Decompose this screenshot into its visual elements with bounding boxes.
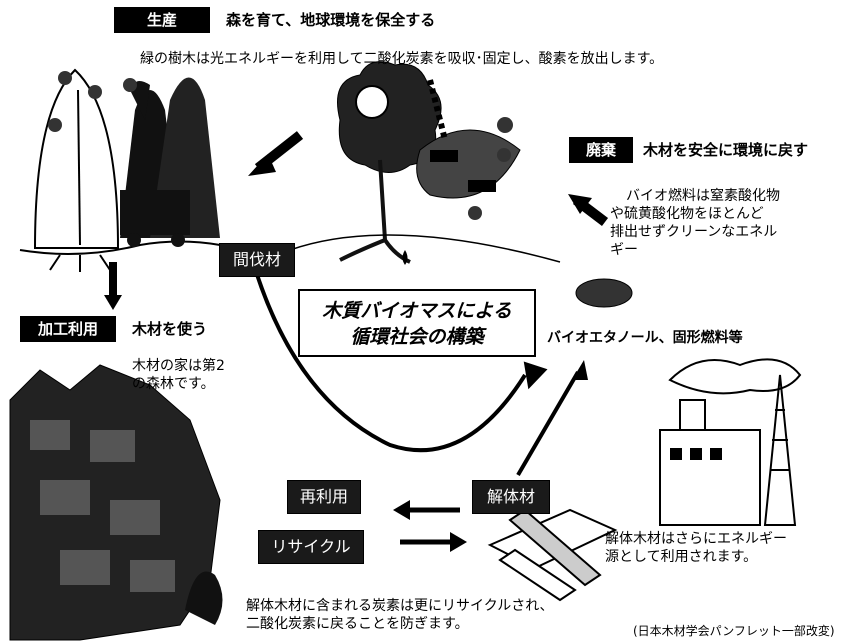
carbon-description-line-1: 解体木材に含まれる炭素は更にリサイクルされ、: [246, 598, 554, 614]
source-note: (日本木材学会パンフレット一部改変): [633, 624, 835, 638]
biofuel-products-label: バイオエタノール、固形燃料等: [547, 330, 743, 346]
center-line-1: 木質バイオマスによる: [322, 300, 512, 322]
demolished-wood-illustration: [487, 508, 618, 602]
recycle-label: リサイクル: [258, 530, 364, 564]
factory-illustration: [659, 358, 802, 526]
disposal-description-line-4: ギー: [610, 242, 638, 258]
processing-title: 木材を使う: [132, 320, 208, 338]
center-concept-box: 木質バイオマスによる 循環社会の構築: [298, 289, 536, 357]
processing-description-line-2: の森林です。: [132, 376, 215, 392]
disposal-tag: 廃棄: [569, 137, 633, 163]
biomass-icon: [575, 278, 633, 308]
forest-illustration: [19, 68, 221, 272]
disposal-description-line-3: 排出せずクリーンなエネル: [610, 224, 778, 240]
reuse-label: 再利用: [287, 480, 361, 514]
production-title: 森を育て、地球環境を保全する: [226, 11, 436, 29]
processing-description-line-1: 木材の家は第2: [132, 358, 225, 374]
production-description: 緑の樹木は光エネルギーを利用して二酸化炭素を吸収･固定し、酸素を放出します。: [140, 51, 664, 67]
houses-illustration: [9, 364, 223, 641]
processing-tag: 加工利用: [20, 316, 116, 342]
demolition-wood-description-line-1: 解体木材はさらにエネルギー: [605, 531, 787, 547]
demolition-wood-label: 解体材: [472, 480, 550, 514]
disposal-title: 木材を安全に環境に戻す: [643, 141, 809, 159]
carbon-description-line-2: 二酸化炭素に戻ることを防ぎます。: [246, 616, 469, 632]
flow-arrows: [104, 131, 609, 552]
disposal-description-line-1: バイオ燃料は窒素酸化物: [626, 188, 780, 204]
demolition-wood-description-line-2: 源として利用されます。: [605, 549, 758, 565]
disposal-description-line-2: や硫黄酸化物をほとんど: [610, 206, 764, 222]
photosynthesis-illustration: [289, 61, 561, 265]
thinning-wood-label: 間伐材: [219, 243, 295, 277]
center-line-2: 循環社会の構築: [350, 326, 484, 348]
production-tag: 生産: [114, 7, 210, 33]
